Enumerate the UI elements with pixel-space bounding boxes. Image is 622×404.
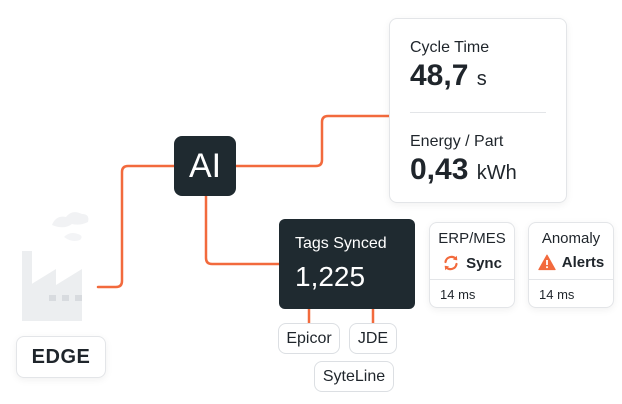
tags-synced-card: Tags Synced 1,225 (279, 219, 415, 309)
energy-per-part-unit: kWh (476, 162, 517, 184)
erp-mes-divider (430, 279, 514, 280)
tags-synced-label: Tags Synced (295, 235, 387, 252)
ai-label: AI (188, 146, 222, 185)
cycle-time-value: 48,7 (410, 59, 469, 92)
sync-icon (444, 255, 458, 271)
edge-to-ai-line (96, 164, 176, 289)
metrics-divider (410, 112, 546, 113)
ai-to-metrics-line (234, 114, 391, 168)
ai-to-tags-line (204, 194, 281, 266)
energy-per-part-value: 0,43 (410, 153, 469, 186)
erp-mes-latency: 14 ms (440, 287, 476, 302)
energy-per-part-metric: Energy / Part 0,43 kWh (410, 133, 517, 187)
cycle-time-metric: Cycle Time 48,7 s (410, 39, 489, 93)
erp-mes-status-text: Sync (466, 254, 502, 272)
anomaly-status-text: Alerts (561, 254, 605, 271)
system-pill-jde: JDE (349, 323, 397, 354)
energy-per-part-label: Energy / Part (410, 133, 504, 150)
warning-icon (538, 254, 556, 271)
anomaly-title: Anomaly (541, 230, 601, 247)
factory-icon (22, 212, 89, 321)
anomaly-latency: 14 ms (539, 287, 575, 302)
cycle-time-label: Cycle Time (410, 39, 490, 56)
anomaly-card: Anomaly Alerts 14 ms (528, 222, 614, 308)
erp-mes-title: ERP/MES (438, 230, 506, 247)
cycle-time-unit: s (476, 68, 487, 90)
anomaly-status: Alerts (529, 254, 613, 271)
tags-synced-value: 1,225 (295, 261, 366, 292)
erp-mes-status: Sync (430, 254, 514, 272)
system-pill-syteline: SyteLine (314, 361, 394, 392)
metrics-card: Cycle Time 48,7 s Energy / Part 0,43 kWh (389, 18, 567, 203)
ai-node: AI (174, 136, 236, 196)
anomaly-divider (529, 279, 613, 280)
erp-mes-card: ERP/MES Sync 14 ms (429, 222, 515, 308)
edge-label: EDGE (16, 336, 106, 378)
system-pill-epicor: Epicor (278, 323, 340, 354)
